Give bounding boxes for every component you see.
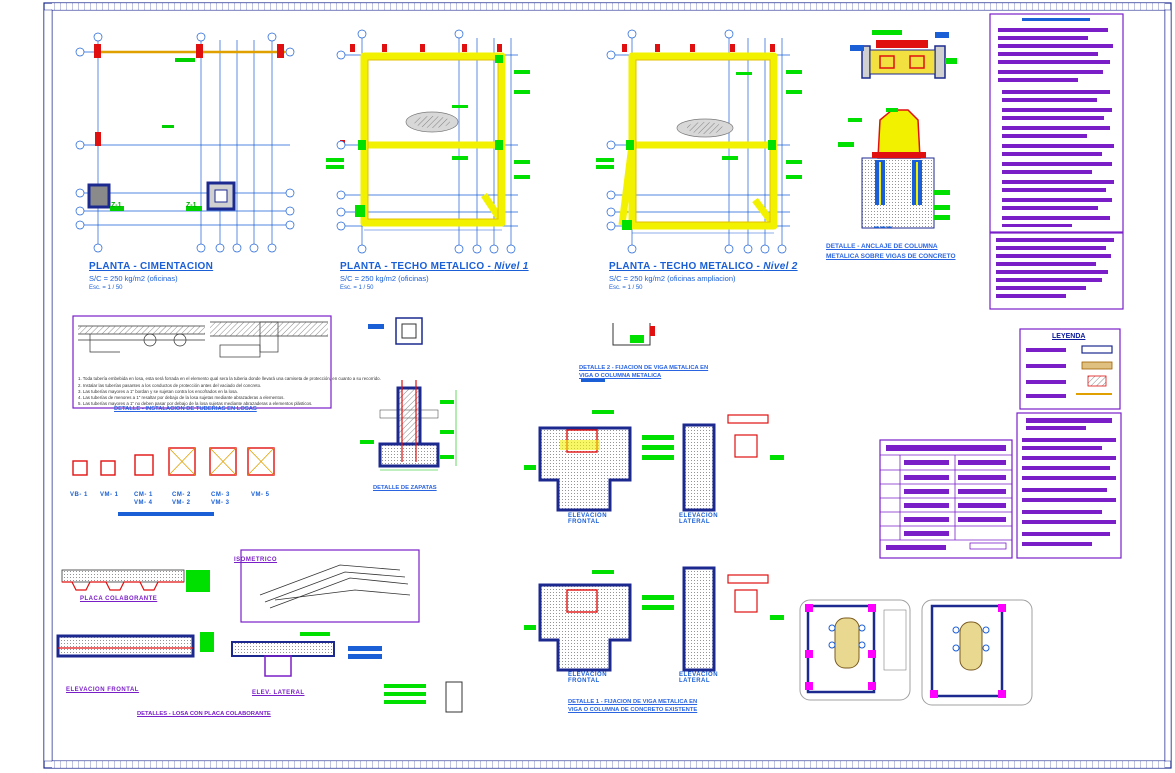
footing-label-2: Z-1	[186, 202, 197, 209]
plan-title-roof-1-level: Nivel 1	[494, 261, 529, 272]
plan-title-roof-2: PLANTA - TECHO METALICO - Nivel 2	[609, 261, 798, 272]
footings-title: DETALLE DE ZAPATAS	[373, 485, 437, 491]
pipe-note-5: 5. Las tuberías mayores a 1" no deben pa…	[78, 401, 312, 406]
roof-plan-level-2	[596, 29, 802, 254]
composite-deck-detail	[56, 549, 463, 713]
plan-title-roof-2-level: Nivel 2	[763, 261, 798, 272]
footing-label-1: Z-1	[111, 202, 122, 209]
column-anchorage-detail: ▬ ▬ ▬	[838, 30, 957, 230]
anchorage-title-2: METALICA SOBRE VIGAS DE CONCRETO	[826, 253, 956, 260]
anchorage-title-1: DETALLE - ANCLAJE DE COLUMNA	[826, 243, 938, 250]
beam-label-vm3: VM- 3	[211, 500, 230, 506]
beam-label-vm4: VM- 4	[134, 500, 153, 506]
elevation-views	[524, 410, 784, 672]
foundation-plan: Z-1 Z-1	[75, 32, 295, 253]
fixing-1-title-1: DETALLE 1 - FIJACION DE VIGA METALICA EN	[568, 699, 698, 705]
beam-fixing-detail-2	[581, 323, 655, 382]
roof-plan-level-1	[326, 29, 530, 254]
beam-label-vm1: VM- 1	[100, 492, 119, 498]
beam-label-cm1: CM- 1	[134, 492, 153, 498]
legend-box	[1019, 328, 1121, 410]
deck-slab-title: DETALLES - LOSA CON PLACA COLABORANTE	[137, 711, 271, 717]
beam-sections	[72, 447, 275, 516]
beam-label-vm5: VM- 5	[251, 492, 270, 498]
pipe-note-3: 3. Las tuberías mayores a 1" bordan y se…	[78, 389, 238, 394]
office-floor-plans	[799, 599, 1033, 706]
svg-text:▬ ▬ ▬: ▬ ▬ ▬	[874, 224, 892, 230]
beam-label-vb1: VB- 1	[70, 492, 88, 498]
pipes-title: DETALLE - INSTALACION DE TUBERIAS EN LOS…	[114, 406, 257, 412]
pipe-note-2: 2. Instalar las tuberías pasantes a los …	[78, 383, 261, 388]
fixing-2-title-2: VIGA O COLUMNA METALICA	[579, 373, 662, 379]
plan-subtitle-roof-2: S/C = 250 kg/m2 (oficinas ampliacion)	[609, 274, 736, 283]
elev-frontal-deck: ELEVACION FRONTAL	[66, 687, 139, 693]
pipe-note-1: 1. Toda tubería embebida en losa, esta s…	[78, 376, 381, 381]
plan-subtitle-roof-1: S/C = 250 kg/m2 (oficinas)	[340, 274, 429, 283]
deck-title: PLACA COLABORANTE	[80, 596, 158, 602]
plan-title-roof-1: PLANTA - TECHO METALICO - Nivel 1	[340, 261, 529, 272]
sheet-border	[43, 2, 1172, 769]
beam-label-vm2: VM- 2	[172, 500, 191, 506]
specification-notes	[989, 13, 1124, 310]
beam-label-cm3: CM- 3	[211, 492, 230, 498]
plan-scale-roof-2: Esc. = 1 / 50	[609, 285, 643, 291]
footing-detail	[360, 317, 457, 471]
pipe-note-4: 4. Las tuberías de menores a 1" resaltar…	[78, 395, 285, 400]
fixing-2-title-1: DETALLE 2 - FIJACION DE VIGA METALICA EN	[579, 365, 709, 371]
plan-scale-roof-1: Esc. = 1 / 50	[340, 285, 374, 291]
isometric-label: ISOMETRICO	[234, 557, 278, 563]
fixing-1-title-2: VIGA O COLUMNA DE CONCRETO EXISTENTE	[568, 707, 698, 713]
plan-scale-foundation: Esc. = 1 / 50	[89, 285, 123, 291]
elev-lateral-deck: ELEV. LATERAL	[252, 690, 305, 696]
plan-subtitle-foundation: S/C = 250 kg/m2 (oficinas)	[89, 274, 178, 283]
plan-title-foundation: PLANTA - CIMENTACION	[89, 261, 214, 272]
legend-title: LEYENDA	[1052, 333, 1086, 340]
schedule-tables	[879, 412, 1122, 559]
beam-label-cm2: CM- 2	[172, 492, 191, 498]
pipe-installation-detail: 1. Toda tubería embebida en losa, esta s…	[72, 315, 381, 409]
